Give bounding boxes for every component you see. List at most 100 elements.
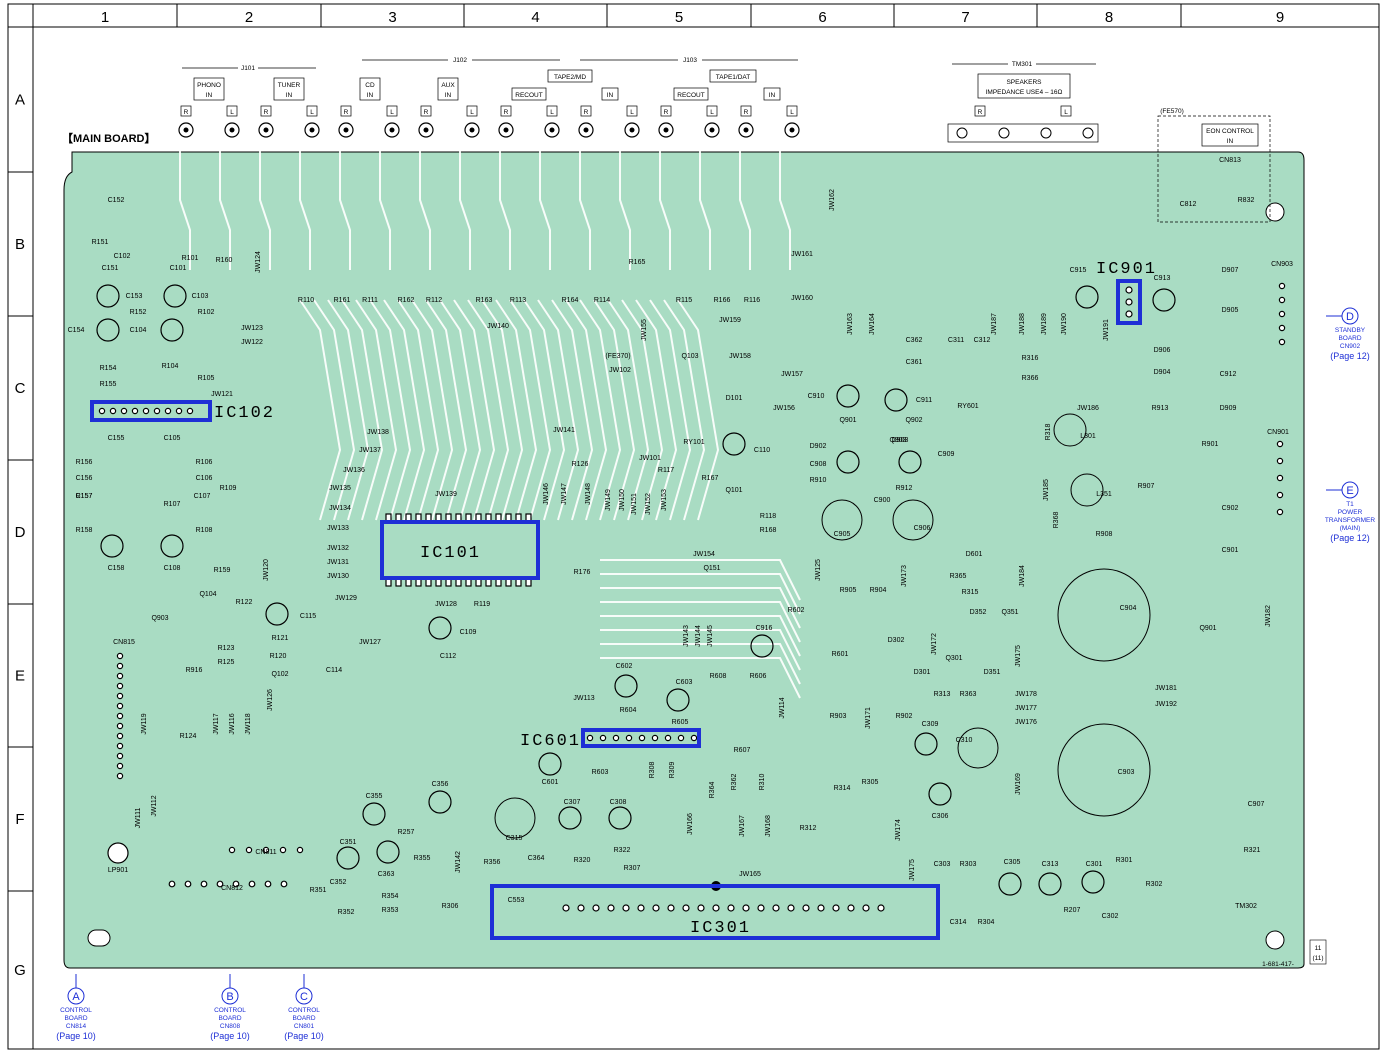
cn815-pin [116,682,124,690]
eon-label-2: IN [1227,138,1234,145]
ic601-pin [664,734,672,742]
label-r152: R152 [130,309,147,316]
electrolytic-capacitor [898,450,922,474]
cn811-pin [296,846,304,854]
label-c902: C902 [1222,505,1239,512]
label-r108: R108 [196,527,213,534]
label-jw175: JW175 [1015,645,1022,667]
label-r904: R904 [870,587,887,594]
label-cn811: CN811 [255,849,276,856]
label-r908: R908 [1096,531,1113,538]
grid-col-3: 3 [388,9,396,26]
cap-c904 [1057,568,1151,662]
label-jw186: JW186 [1077,405,1099,412]
label-jw150: JW150 [619,489,626,511]
cn815-pin [116,712,124,720]
label-jw151: JW151 [631,493,638,515]
label-r104: R104 [162,363,179,370]
label-r321: R321 [1244,847,1261,854]
label-c307: C307 [564,799,581,806]
label-lp901: LP901 [108,867,128,874]
label-c904: C904 [1120,605,1137,612]
label-r322: R322 [614,847,631,854]
label-r257: R257 [398,829,415,836]
label-r126: R126 [572,461,589,468]
label-c303: C303 [934,861,951,868]
page-number: 11 [1315,945,1322,952]
label-jw112: JW112 [151,795,158,816]
jack-r-marker: R [504,109,509,116]
jack-r-marker: R [744,109,749,116]
jack-l-marker: L [230,109,234,116]
label-jw148: JW148 [585,483,592,505]
label-c355: C355 [366,793,383,800]
connector-e-letter: E [1346,485,1353,497]
electrolytic-capacitor [428,790,452,814]
label-c903: C903 [1118,769,1135,776]
electrolytic-capacitor [160,534,184,558]
label-jw171: JW171 [865,707,872,729]
jack-r-marker: R [664,109,669,116]
label-r116: R116 [744,297,760,304]
label-c362: C362 [906,337,923,344]
label-r905: R905 [840,587,857,594]
cd-label-1: CD [365,82,375,89]
ic901-pin [1125,298,1133,306]
label-r106: R106 [196,459,213,466]
label-jw131: JW131 [327,559,349,566]
cn815-pin [116,722,124,730]
label-c156: C156 [76,475,93,482]
label-jw176: JW176 [1015,719,1037,726]
label-c152: C152 [108,197,125,204]
label-r102: R102 [198,309,215,316]
label-r602: R602 [788,607,805,614]
connector-a-letter: A [72,991,80,1003]
ic301-pin [652,904,660,912]
label-jw127: JW127 [359,639,381,646]
tape2-label: TAPE2/MD [554,74,586,81]
grid-row-C: C [15,380,26,397]
tape1-in-label: IN [769,92,776,99]
label-jw130: JW130 [327,573,349,580]
label-q104: Q104 [199,591,216,598]
label-c157: C157 [76,493,93,500]
connector-d-line: STANDBY [1335,327,1366,334]
speakers-label-2: IMPEDANCE USE4 – 16Ω [986,89,1063,96]
speaker-terminal [998,127,1010,139]
jack-r-marker: R [344,109,349,116]
electrolytic-capacitor [998,872,1022,896]
cap-c310 [957,727,999,769]
connector-d-line: BOARD [1338,335,1361,342]
label-c305: C305 [1004,859,1021,866]
label-cn815: CN815 [113,639,135,646]
label-jw101: JW101 [639,455,661,462]
ic601-pin [612,734,620,742]
connector-b-line: CONTROL [214,1007,246,1014]
label-r365: R365 [950,573,967,580]
label-c158: C158 [108,565,125,572]
label-jw169: JW169 [1015,773,1022,795]
label-c812: C812 [1180,201,1197,208]
label-r320: R320 [574,857,591,864]
coil-l301 [1053,413,1087,447]
label-jw163: JW163 [847,313,854,335]
label-r910: R910 [810,477,827,484]
label-c900: C900 [874,497,891,504]
label-r125: R125 [218,659,235,666]
cn812-pin [248,880,256,888]
label-jw152: JW152 [645,493,652,515]
label-d903: D903 [892,437,909,444]
connector-b-line: BOARD [218,1015,241,1022]
ic301-pin [637,904,645,912]
grid-col-9: 9 [1276,9,1284,26]
electrolytic-capacitor [836,450,860,474]
electrolytic-capacitor [1081,870,1105,894]
label-d601: D601 [966,551,983,558]
label-jw144: JW144 [695,625,702,647]
cn815-pin [116,752,124,760]
electrolytic-capacitor [160,318,184,342]
label-c905: C905 [834,531,851,538]
